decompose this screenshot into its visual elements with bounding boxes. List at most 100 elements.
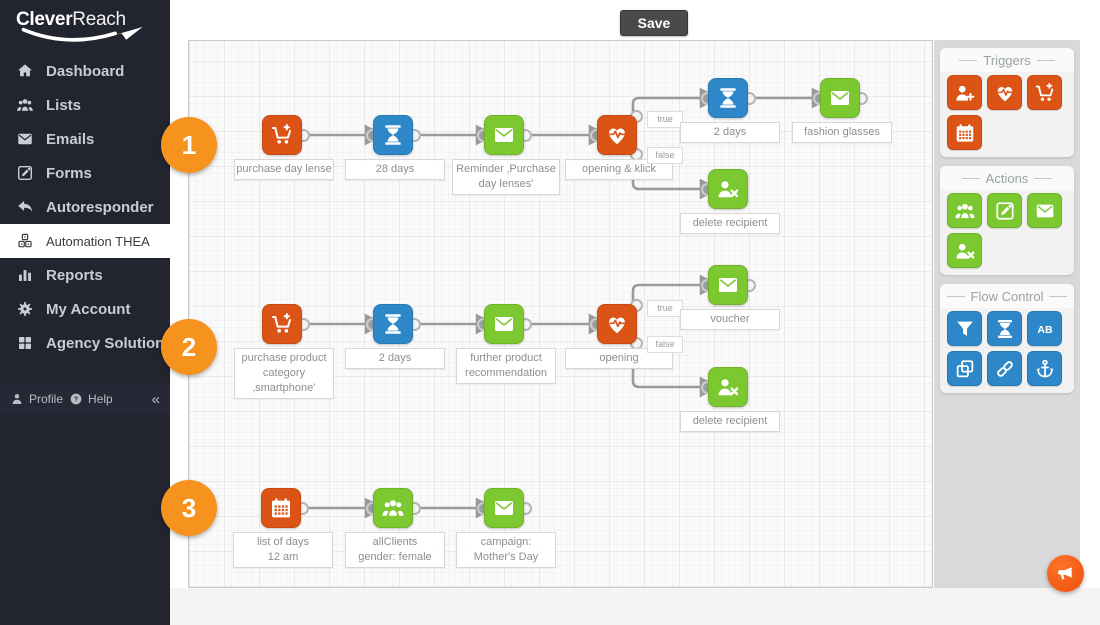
profile-label: Profile	[29, 392, 64, 406]
palette-funnel-button[interactable]	[947, 311, 982, 346]
step-badge-1: 1	[161, 117, 217, 173]
calendar-icon	[272, 498, 290, 518]
flow-node-2-days[interactable]	[373, 304, 413, 344]
palette-heart-pulse-button[interactable]	[987, 75, 1022, 110]
flow-node-delete-recipient[interactable]	[708, 367, 748, 407]
sidebar-item-label: Dashboard	[46, 62, 125, 80]
flow-node-further-product[interactable]	[484, 304, 524, 344]
palette-cart-plus-button[interactable]	[1027, 75, 1062, 110]
edges-layer	[308, 87, 833, 519]
palette-hourglass-button[interactable]	[987, 311, 1022, 346]
ab-icon: AB	[1037, 324, 1053, 336]
flow-node-purchase-day-lense[interactable]	[262, 115, 302, 155]
flow-node-28-days[interactable]	[373, 115, 413, 155]
sidebar-item-emails[interactable]: Emails	[0, 122, 170, 156]
person-remove-icon	[718, 379, 739, 396]
palette-envelope-button[interactable]	[1027, 193, 1062, 228]
sidebar-item-label: Emails	[46, 130, 95, 148]
palette-copy-button[interactable]	[947, 351, 982, 386]
node-label: delete recipient	[680, 411, 780, 432]
sidebar-item-agency-solution[interactable]: Agency Solution	[0, 326, 170, 360]
palette-person-remove-button[interactable]	[947, 233, 982, 268]
hourglass-icon	[385, 314, 401, 334]
sidebar-item-my-account[interactable]: My Account	[0, 292, 170, 326]
sidebar-item-autoresponder[interactable]: Autoresponder	[0, 190, 170, 224]
profile-button[interactable]: Profile	[10, 392, 63, 406]
heart-pulse-icon	[609, 317, 626, 334]
calendar-icon	[956, 123, 973, 142]
feedback-fab-button[interactable]	[1047, 555, 1084, 592]
flow-node-campaign[interactable]	[484, 488, 524, 528]
sidebar-item-label: My Account	[46, 300, 131, 318]
sidebar-item-label: Reports	[46, 266, 103, 284]
palette-group-button[interactable]	[947, 193, 982, 228]
flow-node-purchase-product[interactable]	[262, 304, 302, 344]
person-plus-icon	[955, 85, 974, 101]
flow-node-opening[interactable]	[597, 304, 637, 344]
group-icon	[382, 500, 404, 516]
cart-plus-icon	[272, 124, 291, 144]
flow-node-2-days[interactable]	[708, 78, 748, 118]
help-label: Help	[88, 392, 113, 406]
logo-light: Reach	[72, 9, 126, 30]
node-label: opening	[565, 348, 673, 369]
bottom-strip	[170, 588, 1100, 625]
branch-label-true: true	[647, 111, 683, 128]
palette-ab-button[interactable]: AB	[1027, 311, 1062, 346]
branch-label-true: true	[647, 300, 683, 317]
logo-swoosh-icon	[21, 26, 143, 42]
envelope-icon	[495, 128, 513, 142]
envelope-icon	[18, 133, 32, 145]
node-label: 2 days	[345, 348, 445, 369]
gear-icon	[18, 302, 32, 316]
node-label: purchase product category ‚smartphone'	[234, 348, 334, 399]
sidebar-item-lists[interactable]: Lists	[0, 88, 170, 122]
envelope-icon	[495, 317, 513, 331]
sidebar-item-reports[interactable]: Reports	[0, 258, 170, 292]
palette-anchor-button[interactable]	[1027, 351, 1062, 386]
node-label: 28 days	[345, 159, 445, 180]
palette-pencil-square-button[interactable]	[987, 193, 1022, 228]
question-icon: ?	[70, 393, 82, 405]
node-label: campaign: Mother's Day	[456, 532, 556, 568]
flow-node-opening-klick[interactable]	[597, 115, 637, 155]
funnel-icon	[956, 321, 973, 336]
flow-node-reminder-purchase[interactable]	[484, 115, 524, 155]
sidebar-item-forms[interactable]: Forms	[0, 156, 170, 190]
flow-edge	[631, 87, 721, 121]
collapse-sidebar-button[interactable]: «	[151, 390, 160, 408]
palette-calendar-button[interactable]	[947, 115, 982, 150]
flow-node-voucher[interactable]	[708, 265, 748, 305]
palette-section-actions: Actions	[940, 166, 1074, 275]
flow-node-list-of-days[interactable]	[261, 488, 301, 528]
sidebar-item-automation-thea[interactable]: Automation THEA	[0, 224, 170, 258]
palette-person-plus-button[interactable]	[947, 75, 982, 110]
cart-plus-icon	[272, 313, 291, 333]
person-remove-icon	[718, 181, 739, 198]
flow-node-allclients[interactable]	[373, 488, 413, 528]
envelope-icon	[495, 501, 513, 515]
megaphone-icon	[1057, 567, 1072, 580]
flow-node-fashion-glasses[interactable]	[820, 78, 860, 118]
hourglass-icon	[720, 88, 736, 108]
palette-chain-button[interactable]	[987, 351, 1022, 386]
copy-icon	[956, 359, 973, 377]
node-label: Reminder ‚Purchase day lenses'	[452, 159, 560, 195]
save-button[interactable]: Save	[620, 10, 688, 36]
flow-node-delete-recipient[interactable]	[708, 169, 748, 209]
branch-label-false: false	[647, 336, 683, 353]
pencil-square-icon	[17, 165, 33, 181]
node-label: 2 days	[680, 122, 780, 143]
person-remove-icon	[955, 243, 974, 259]
palette-section-triggers: Triggers	[940, 48, 1074, 157]
sidebar-item-dashboard[interactable]: Dashboard	[0, 54, 170, 88]
node-label: opening & klick	[565, 159, 673, 180]
users-icon	[17, 99, 33, 111]
heart-pulse-icon	[609, 128, 626, 145]
help-button[interactable]: ? Help	[69, 392, 113, 406]
